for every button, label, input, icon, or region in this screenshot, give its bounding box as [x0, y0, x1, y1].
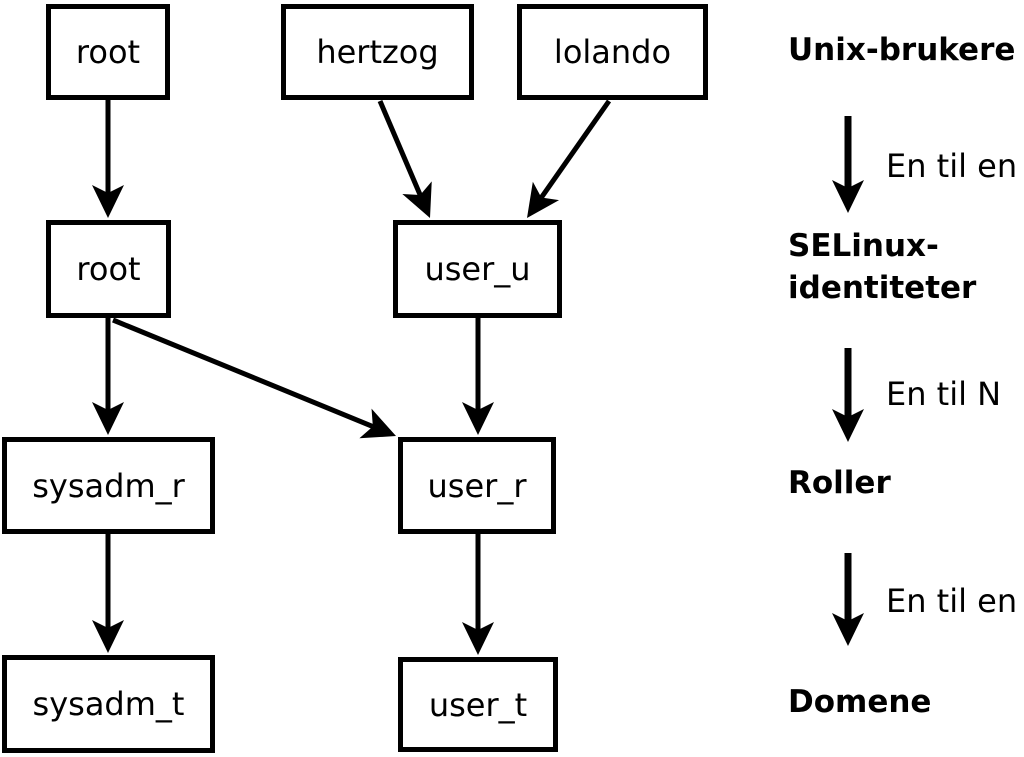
node-selinux-user_u: user_u: [393, 220, 562, 318]
edge-selinux-root-to-role-user_r-line: [112, 317, 374, 429]
node-label: user_t: [428, 685, 528, 724]
edge-role-sysadm_r-to-domain-sysadm_t-head: [92, 620, 124, 653]
node-domain-user_t: user_t: [398, 657, 558, 752]
legend-arrow-label-one-to-one-2: En til en: [886, 582, 1018, 620]
node-label: user_r: [427, 466, 527, 505]
node-unix-lolando: lolando: [517, 4, 708, 100]
edge-role-user_r-to-domain-user_t-head: [462, 622, 494, 655]
edge-unix-lolando-to-selinux-user_u-line: [539, 99, 612, 199]
legend-arrow-1-head: [832, 409, 864, 442]
edge-selinux-root-to-role-user_r-head: [359, 408, 396, 439]
node-label: lolando: [553, 33, 672, 71]
legend-level-domains: Domene: [788, 684, 932, 720]
edge-unix-hertzog-to-selinux-user_u-head: [402, 181, 432, 218]
node-label: root: [75, 33, 141, 71]
legend-level-unix-users: Unix-brukere: [788, 32, 1016, 68]
legend-arrow-label-one-to-one-1: En til en: [886, 147, 1018, 185]
legend-arrow-label-one-to-n: En til N: [886, 375, 1002, 413]
node-selinux-root: root: [46, 220, 171, 318]
node-role-sysadm_r: sysadm_r: [2, 437, 215, 534]
node-label: user_u: [424, 250, 531, 288]
node-label: sysadm_r: [32, 466, 185, 505]
edge-unix-hertzog-to-selinux-user_u-line: [377, 100, 423, 196]
edge-selinux-user_u-to-role-user_r-head: [462, 402, 494, 435]
edge-unix-root-to-selinux-root-head: [92, 185, 124, 218]
node-label: sysadm_t: [32, 685, 185, 723]
node-label: root: [76, 250, 141, 288]
node-domain-sysadm_t: sysadm_t: [2, 655, 215, 753]
legend-arrow-2-head: [832, 613, 864, 646]
legend-level-selinux-identities: SELinux-identiteter: [788, 228, 977, 306]
node-unix-hertzog: hertzog: [281, 4, 474, 100]
node-role-user_r: user_r: [398, 437, 556, 534]
legend-level-roles: Roller: [788, 465, 891, 501]
node-unix-root: root: [46, 4, 170, 100]
legend-arrow-0-head: [832, 180, 864, 213]
edge-unix-lolando-to-selinux-user_u-head: [527, 181, 560, 218]
edge-selinux-root-to-role-sysadm_r-head: [92, 402, 124, 435]
node-label: hertzog: [316, 33, 439, 71]
